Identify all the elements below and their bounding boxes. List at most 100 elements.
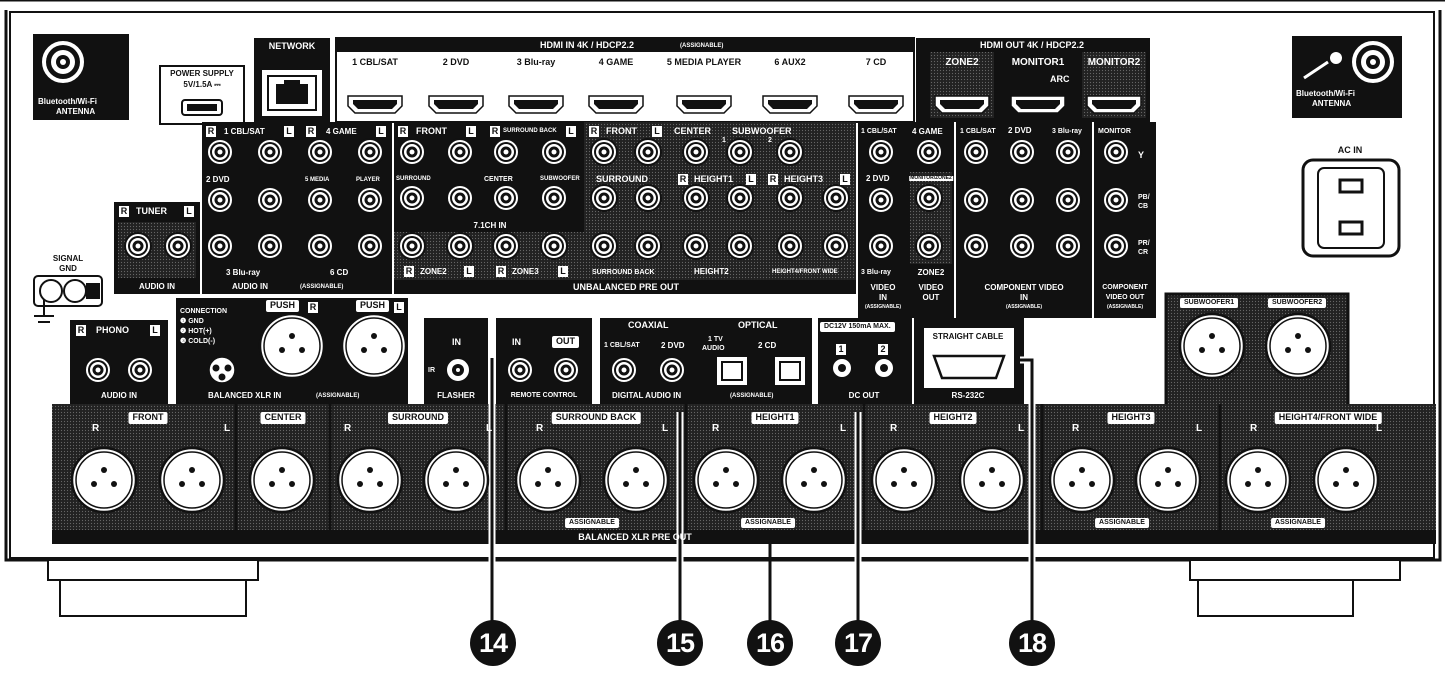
balanced-out-group-label: HEIGHT1 xyxy=(751,412,799,424)
audio-in-5b: PLAYER xyxy=(356,177,380,183)
callout-15: 15 xyxy=(657,620,703,666)
balanced-in-push-l: PUSH xyxy=(356,300,390,312)
xlr-connector xyxy=(1048,446,1116,514)
ch71-r2: R xyxy=(490,126,500,137)
rca-jack xyxy=(164,232,192,260)
component-in-section2: IN xyxy=(1020,293,1028,302)
rca-jack xyxy=(256,232,284,260)
antenna-right-label-1: Bluetooth/Wi-Fi xyxy=(1296,89,1356,98)
component-out-section2: VIDEO OUT xyxy=(1105,294,1145,301)
audio-in-3: 3 Blu-ray xyxy=(226,268,261,277)
rca-jack xyxy=(1008,138,1036,166)
audio-in-2: 2 DVD xyxy=(206,175,230,184)
balanced-out-group-label: HEIGHT3 xyxy=(1107,412,1155,424)
balanced-out-group-label: SURROUND BACK xyxy=(551,412,641,424)
rca-jack xyxy=(540,138,568,166)
callout-14: 14 xyxy=(470,620,516,666)
component-out-cr: CR xyxy=(1138,249,1149,256)
hdmi-arc-label: ARC xyxy=(1050,74,1070,84)
component-in-3: 3 Blu-ray xyxy=(1052,128,1082,135)
rca-jack xyxy=(776,184,804,212)
pre-h1-r: R xyxy=(678,174,688,185)
rca-jack xyxy=(962,186,990,214)
video-out-monitor-zone: MONITOR/ZONE2 xyxy=(909,175,953,181)
hdmi-in-title: HDMI IN 4K / HDCP2.2 xyxy=(540,40,635,50)
balanced-out-r-label: R xyxy=(92,423,100,434)
dc-out-section: DC OUT xyxy=(848,391,880,400)
tuner-l: L xyxy=(184,206,194,217)
rca-jack xyxy=(446,232,474,260)
audio-in-r1: R xyxy=(206,126,216,137)
hdmi-in-port-label: 6 AUX2 xyxy=(774,57,806,67)
rca-jack xyxy=(398,184,426,212)
hdmi-out-title: HDMI OUT 4K / HDCP2.2 xyxy=(979,40,1085,50)
hdmi-in-port xyxy=(588,95,644,114)
rca-jack xyxy=(492,232,520,260)
balanced-out-l-label: L xyxy=(1376,423,1383,434)
ch71-front: FRONT xyxy=(416,126,447,136)
dc-out-1: 1 xyxy=(836,344,846,355)
rca-jack xyxy=(822,184,850,212)
rca-jack xyxy=(1008,186,1036,214)
ch71-surround-back: SURROUND BACK xyxy=(503,128,557,134)
rca-jack xyxy=(590,138,618,166)
flasher-ir: IR xyxy=(428,367,435,374)
hdmi-in-port-label: 2 DVD xyxy=(442,57,470,67)
rca-jack xyxy=(682,184,710,212)
rca-jack xyxy=(915,184,943,212)
hdmi-in-assignable: (ASSIGNABLE) xyxy=(680,43,724,49)
power-supply-rating: 5V/1.5A ⎓ xyxy=(183,80,221,89)
xlr-connector xyxy=(1264,312,1332,380)
rca-jack xyxy=(356,232,384,260)
component-out-pr: PR/ xyxy=(1138,240,1150,247)
xlr-connector xyxy=(692,446,760,514)
balanced-out-group-label: FRONT xyxy=(128,412,168,424)
component-in-assignable: (ASSIGNABLE) xyxy=(1005,304,1043,310)
rca-jack xyxy=(356,138,384,166)
rca-jack xyxy=(492,184,520,212)
component-out-section: COMPONENT xyxy=(1102,284,1148,291)
pre-z2-l: L xyxy=(464,266,474,277)
pre-height2: HEIGHT2 xyxy=(694,267,729,276)
ch71-subwoofer: SUBWOOFER xyxy=(540,176,580,182)
balanced-in-cold: ❸ COLD(-) xyxy=(180,338,216,345)
balanced-out-l-label: L xyxy=(840,423,847,434)
tuner-r: R xyxy=(119,206,129,217)
xlr-connector xyxy=(1178,312,1246,380)
balanced-in-connection: CONNECTION xyxy=(180,308,228,315)
hdmi-in-port xyxy=(428,95,484,114)
balanced-in-gnd: ❶ GND xyxy=(180,318,204,325)
dc-out-2: 2 xyxy=(878,344,888,355)
rca-jack xyxy=(590,232,618,260)
pre-surround-back: SURROUND BACK xyxy=(592,269,655,276)
balanced-out-assignable: ASSIGNABLE xyxy=(1095,518,1149,528)
rca-jack xyxy=(962,232,990,260)
remote-section: REMOTE CONTROL xyxy=(510,392,578,399)
audio-in-4: 4 GAME xyxy=(326,127,357,136)
balanced-out-group-label: HEIGHT4/FRONT WIDE xyxy=(1274,412,1382,424)
rca-jack xyxy=(1054,186,1082,214)
ch71-surround: SURROUND xyxy=(396,176,431,182)
rca-jack xyxy=(962,138,990,166)
xlr-connector xyxy=(514,446,582,514)
balanced-out-l-label: L xyxy=(1018,423,1025,434)
xlr-connector xyxy=(780,446,848,514)
signal-gnd-label-1: SIGNAL xyxy=(52,254,84,263)
xlr-connector xyxy=(158,446,226,514)
rca-jack xyxy=(822,232,850,260)
digital-in-1: 1 CBL/SAT xyxy=(604,342,640,349)
video-out-section: VIDEO xyxy=(918,283,944,292)
pre-zone3: ZONE3 xyxy=(512,267,539,276)
tuner-label: TUNER xyxy=(136,206,167,216)
phono-l: L xyxy=(150,325,160,336)
rca-jack xyxy=(1102,186,1130,214)
rca-jack xyxy=(306,186,334,214)
digital-in-audio: AUDIO xyxy=(702,345,725,352)
tuner-section: AUDIO IN xyxy=(139,282,175,291)
xlr-connector xyxy=(1312,446,1380,514)
balanced-out-assignable: ASSIGNABLE xyxy=(565,518,619,528)
video-in-assignable: (ASSIGNABLE) xyxy=(864,304,902,310)
rca-jack xyxy=(610,356,638,384)
balanced-out-l-label: L xyxy=(1196,423,1203,434)
